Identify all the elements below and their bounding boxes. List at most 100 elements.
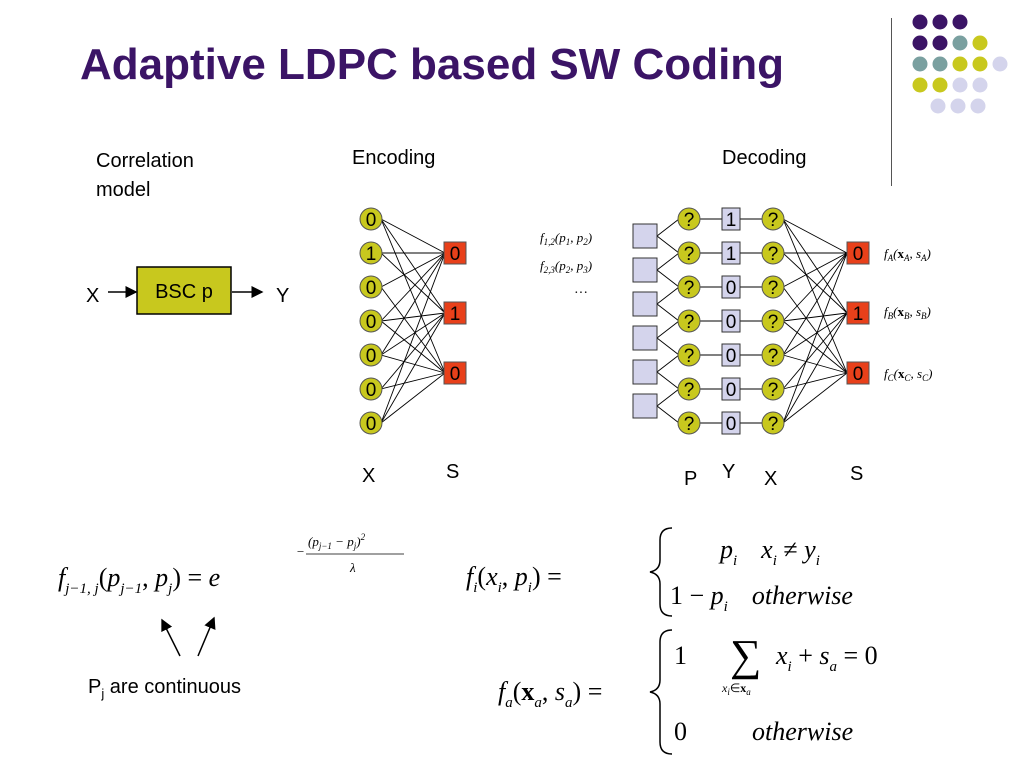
enc-variable-node [359,377,383,401]
dec-edge [782,218,848,254]
dec-edge [782,252,848,424]
enc-edge [380,312,446,424]
page-title: Adaptive LDPC based SW Coding [80,40,785,89]
enc-syndrome-bit: 0 [450,244,461,265]
dec-edge [782,252,848,356]
enc-x-axis-label: X [362,465,375,487]
dec-y-node [721,241,741,265]
check-fA-label: fA(xA, sA) [884,246,931,263]
enc-syndrome-node [443,241,467,265]
enc-syndrome-bit: 0 [450,364,461,385]
dec-x-node [761,343,785,367]
enc-variable-bit: 0 [366,380,377,401]
decorative-dot [930,98,946,114]
enc-edge [380,218,446,374]
svg-text:∑: ∑ [730,631,761,680]
svg-text:(pj−1 − pj)2: (pj−1 − pj)2 [308,532,366,551]
dec-p-node [677,343,701,367]
dec-edge [782,312,848,390]
decorative-dot [992,56,1008,72]
dec-y-node [721,275,741,299]
pj-arrows [161,616,216,657]
dec-edge [782,354,848,374]
dec-s-axis-label: S [850,463,863,485]
dec-edge [782,312,848,424]
dec-y-node [721,411,741,435]
decorative-dot [952,56,968,72]
dec-x-unknown: ? [768,278,779,299]
enc-edge [380,252,446,322]
enc-edge [380,218,446,254]
svg-text:0: 0 [674,717,687,746]
svg-text:fj−1, j(pj−1, pj) = e: fj−1, j(pj−1, pj) = e [58,563,220,597]
dec-y-bit: 0 [726,380,737,401]
dec-y-bit: 0 [726,414,737,435]
dec-factor-node [632,325,658,351]
svg-text:xi + sa = 0: xi + sa = 0 [775,641,878,675]
decorative-dot [950,98,966,114]
dec-edge [782,372,848,424]
dec-p-unknown: ? [684,210,695,231]
enc-edge [380,312,446,356]
dec-factor-node [632,223,658,249]
decorative-dot [952,35,968,51]
dec-y-node [721,207,741,231]
dec-p-node [677,377,701,401]
dec-syndrome-node [846,241,870,265]
decorative-dot [932,35,948,51]
enc-variable-node [359,207,383,231]
decorative-dot [972,56,988,72]
dec-edge [656,354,680,373]
dec-p-node [677,309,701,333]
dec-factor-node [632,393,658,419]
enc-edge [380,252,446,288]
decorative-dot [932,14,948,30]
dec-edge [782,320,848,374]
dec-edge [656,269,680,288]
dec-edge [782,372,848,390]
decorative-dot [932,77,948,93]
dec-edge [656,303,680,322]
dec-p-unknown: ? [684,414,695,435]
dec-x-unknown: ? [768,210,779,231]
dec-p-unknown: ? [684,380,695,401]
dec-x-unknown: ? [768,312,779,333]
decorative-dot [932,56,948,72]
dec-y-bit: 0 [726,312,737,333]
dec-edge [782,252,848,288]
dec-syndrome-node [846,361,870,385]
dec-syndrome-bit: 1 [853,304,864,325]
dec-x-unknown: ? [768,414,779,435]
enc-syndrome-node [443,361,467,385]
bsc-label: BSC p [155,281,213,303]
correlation-model-label: Correlation model [96,147,236,205]
dec-p-unknown: ? [684,346,695,367]
check-fC-label: fC(xC, sC) [884,366,932,383]
svg-text:otherwise: otherwise [752,717,853,746]
decorative-dot [952,14,968,30]
enc-edge [380,252,446,424]
dec-x-unknown: ? [768,380,779,401]
decorative-dot [972,35,988,51]
dec-edge [782,218,848,314]
decorative-dot [952,77,968,93]
factor-ellipsis: ··· [574,286,588,301]
dec-x-node [761,377,785,401]
encoding-label: Encoding [352,147,436,169]
dec-x-unknown: ? [768,244,779,265]
decorative-dot [912,35,928,51]
dec-factor-node [632,291,658,317]
enc-edge [380,372,446,424]
bsc-y-label: Y [276,285,289,307]
enc-edge [380,218,446,314]
svg-text:−: − [296,544,305,559]
dec-y-axis-label: Y [722,461,735,483]
dec-syndrome-bit: 0 [853,244,864,265]
dec-x-node [761,309,785,333]
svg-text:λ: λ [349,560,356,575]
decorative-dots [912,14,1008,114]
